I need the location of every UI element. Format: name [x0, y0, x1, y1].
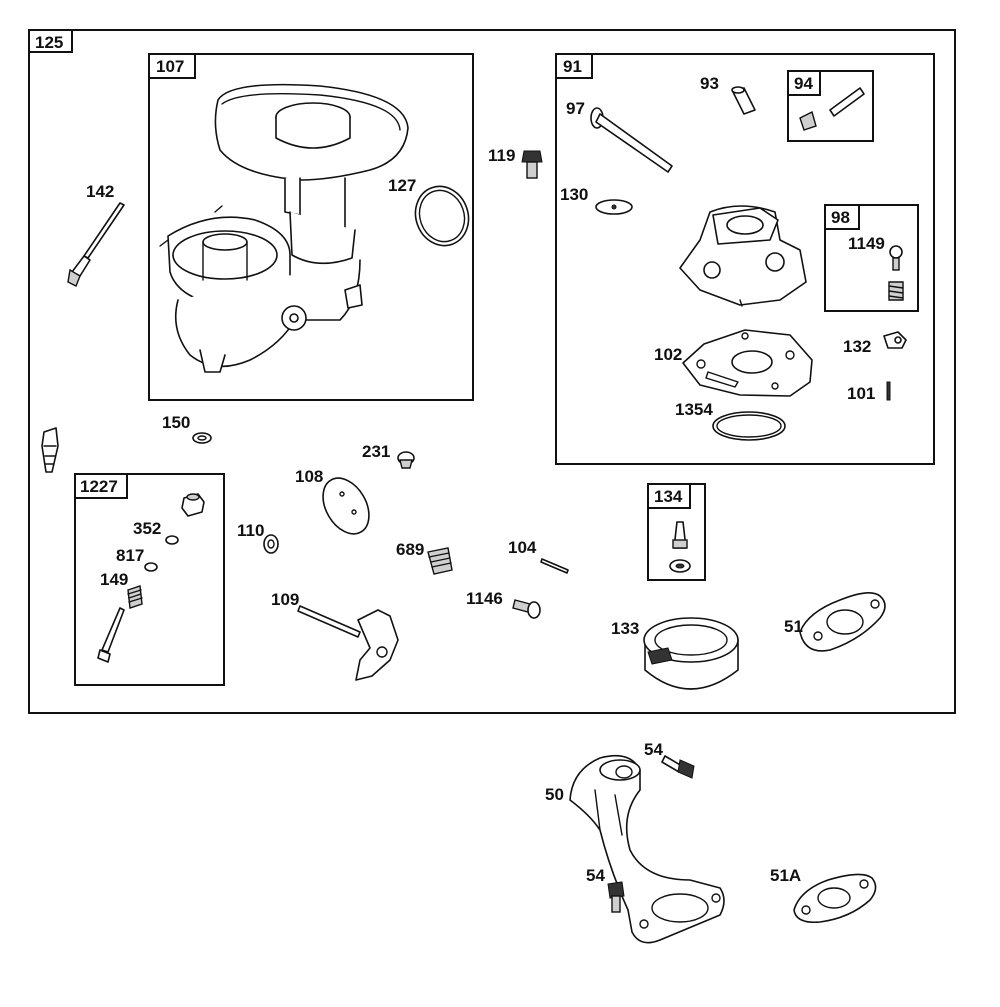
spring-149-drawing	[127, 585, 143, 609]
part-51A-label: 51A	[770, 866, 801, 885]
part-689-label: 689	[396, 540, 424, 559]
gasket-51-drawing	[799, 592, 886, 652]
needle-seat-134-tag	[647, 483, 691, 509]
part-231-label: 231	[362, 442, 390, 461]
gasket-127-drawing	[414, 185, 470, 247]
carburetor-body-107-label: 107	[156, 57, 184, 76]
upper-body-91-tag	[555, 53, 593, 79]
upper-body-casting-drawing	[679, 205, 807, 307]
part-119-label: 119	[488, 146, 515, 165]
needle-94-drawing	[799, 87, 865, 131]
part-1354-label: 1354	[675, 400, 713, 419]
part-150-label: 150	[162, 413, 190, 432]
part-110-label: 110	[237, 521, 264, 540]
carburetor-body-107-tag	[148, 53, 196, 79]
part-127-label: 127	[388, 176, 416, 195]
part-1146-label: 1146	[466, 589, 503, 608]
pin-101-drawing	[886, 381, 891, 401]
part-97-label: 97	[566, 99, 585, 118]
part-149-label: 149	[100, 570, 128, 589]
part-133-label: 133	[611, 619, 639, 638]
screw-119-drawing	[521, 150, 543, 179]
kit-125-label: 125	[35, 33, 63, 52]
throttle-shaft-97-drawing	[590, 107, 673, 173]
needle-seat-134-drawing	[669, 521, 691, 573]
throttle-shaft-109-drawing	[297, 605, 399, 681]
diaphragm-102-drawing	[682, 329, 813, 397]
bushing-93-drawing	[731, 86, 756, 115]
part-104-label: 104	[508, 538, 537, 557]
part-132-label: 132	[843, 337, 871, 356]
part-93-label: 93	[700, 74, 719, 93]
screw-1146-drawing	[512, 599, 541, 619]
float-133-drawing	[643, 617, 739, 690]
kit-125-tag	[28, 29, 73, 53]
needle-kit-94-label: 94	[794, 74, 813, 93]
upper-body-91-label: 91	[563, 57, 582, 76]
part-109-label: 109	[271, 590, 299, 609]
gasket-51A-drawing	[793, 873, 877, 924]
washer-110-drawing	[263, 534, 279, 554]
part-130-label: 130	[560, 185, 588, 204]
part-101-label: 101	[847, 384, 875, 403]
pin-104-drawing	[540, 558, 569, 574]
part-102-label: 102	[654, 345, 682, 364]
clip-132-drawing	[883, 331, 907, 349]
part-54-upper-label: 54	[644, 740, 663, 759]
part-1149-label: 1149	[848, 234, 885, 253]
throttle-plate-108-drawing	[322, 477, 370, 535]
spring-689-drawing	[427, 547, 453, 575]
intake-elbow-50-drawing	[569, 754, 725, 944]
washer-817-drawing	[144, 562, 158, 572]
needle-kit-94-tag	[787, 70, 821, 96]
o-ring-1354-drawing	[712, 411, 786, 441]
washer-352-drawing	[165, 535, 179, 545]
plate-130-drawing	[595, 199, 633, 215]
part-54-lower-label: 54	[586, 866, 605, 885]
part-108-label: 108	[295, 467, 323, 486]
part-352-label: 352	[133, 519, 161, 538]
washer-150-drawing	[192, 432, 212, 444]
bolt-54-lower-drawing	[607, 881, 625, 913]
valve-kit-1227-label: 1227	[80, 477, 118, 496]
part-51-label: 51	[784, 617, 803, 636]
carburetor-body-drawing	[159, 83, 409, 373]
part-142-label: 142	[86, 182, 114, 201]
valve-kit-1227-tag	[74, 473, 128, 499]
idle-needle-drawing	[97, 607, 125, 663]
plug-231-drawing	[397, 451, 415, 469]
part-50-label: 50	[545, 785, 564, 804]
needle-142-drawing	[67, 202, 125, 287]
screw-kit-98-label: 98	[831, 208, 850, 227]
part-817-label: 817	[116, 546, 144, 565]
seat-fitting-drawing	[181, 493, 205, 517]
screw-kit-98-tag	[824, 204, 860, 230]
screw-1149-drawing	[888, 245, 904, 301]
bolt-54-upper-drawing	[661, 755, 695, 779]
needle-seat-134-label: 134	[654, 487, 683, 506]
primer-fitting-drawing	[41, 427, 59, 473]
